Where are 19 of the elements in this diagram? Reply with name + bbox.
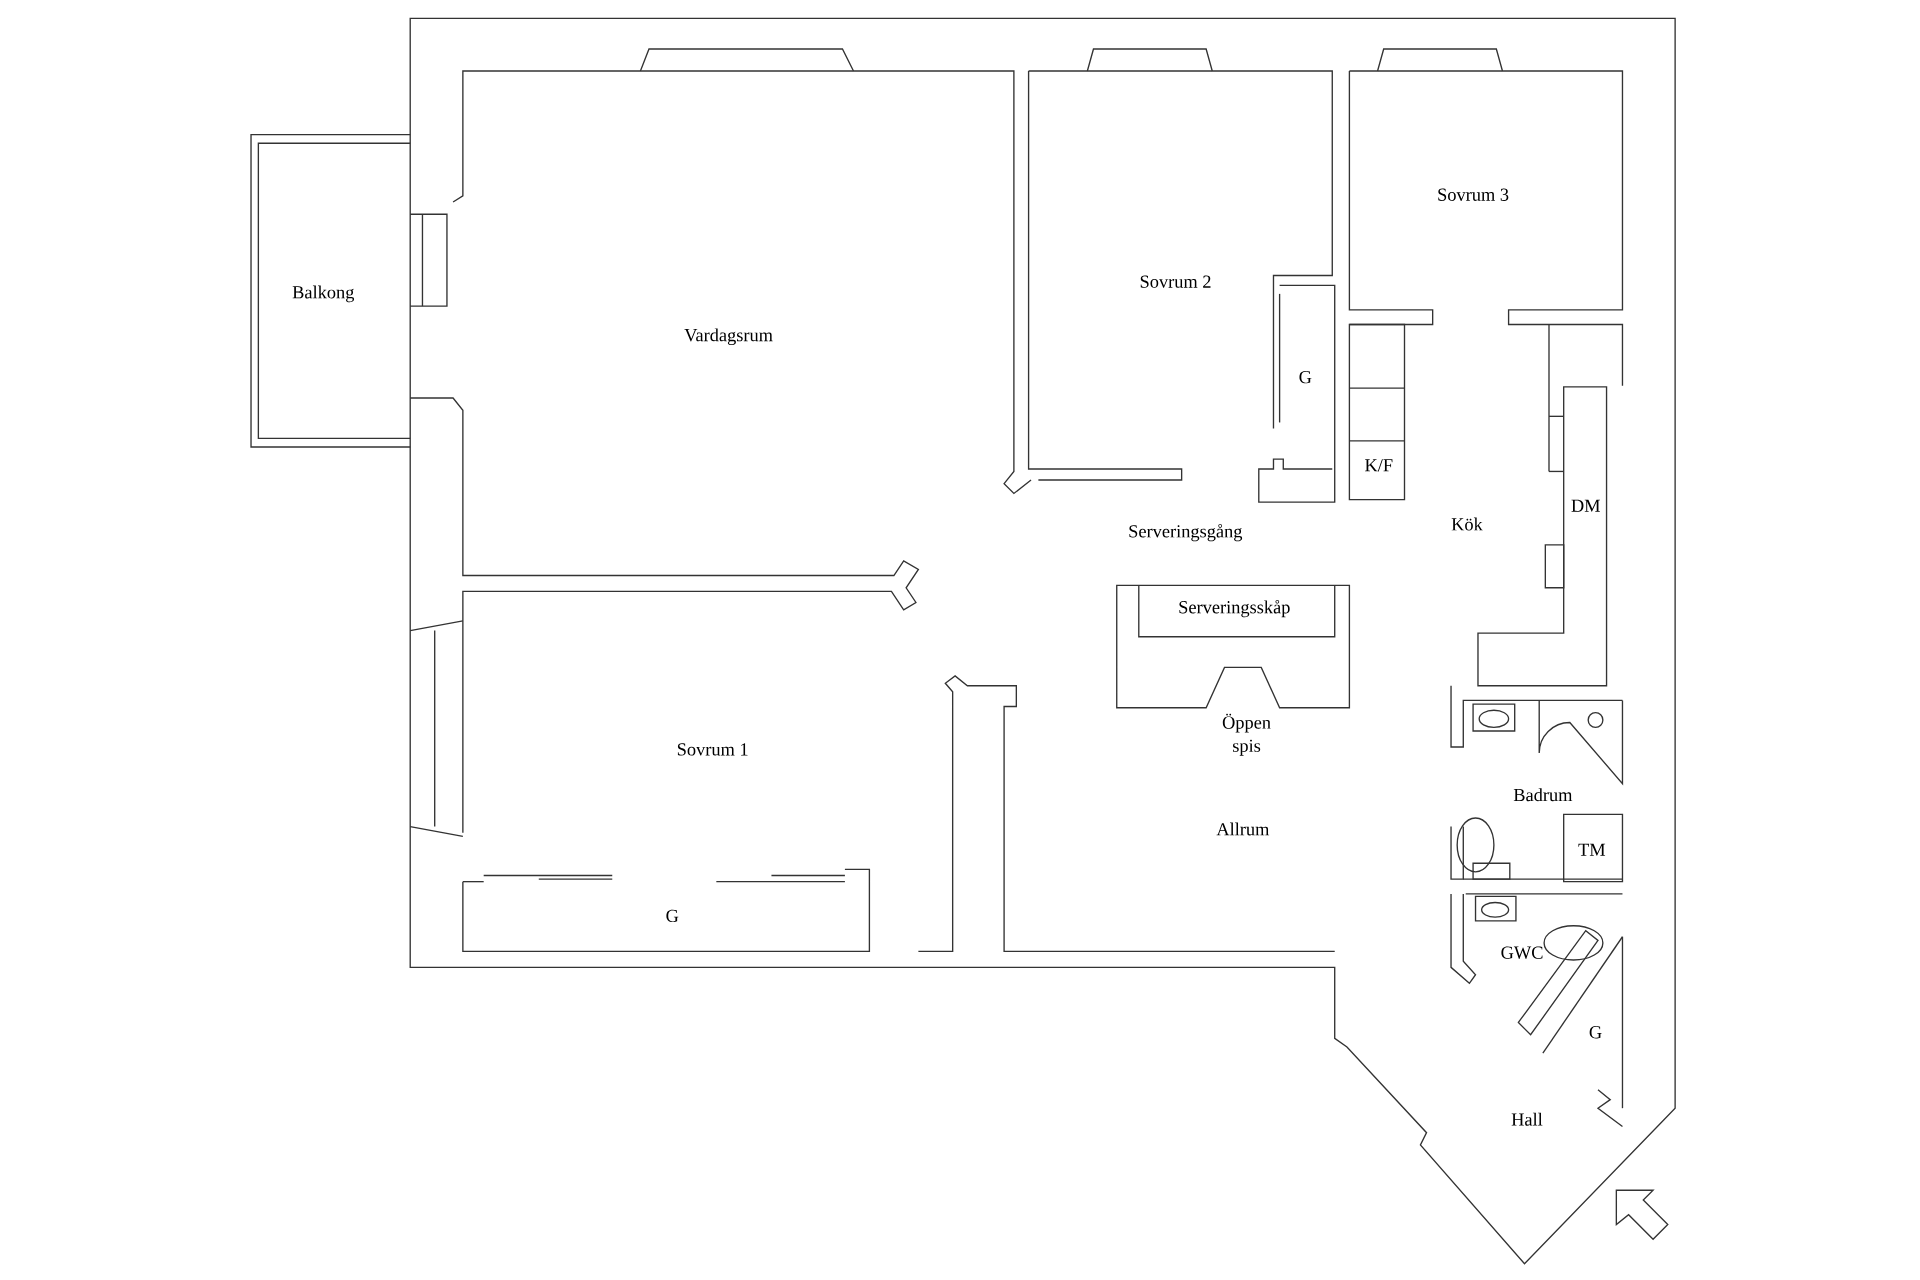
room-label: G [1589,1026,1602,1039]
room-label: Badrum [1513,788,1573,802]
room-label: Sovrum 2 [1140,275,1211,289]
room-label: Hall [1511,1112,1543,1126]
room-label: DM [1571,499,1600,512]
room-label: GWC [1501,946,1543,960]
room-label: Balkong [292,285,355,303]
room-label: Allrum [1216,822,1270,836]
room-label: Sovrum 3 [1438,188,1509,202]
room-label: Kök [1451,517,1483,531]
room-label: TM [1578,844,1606,857]
room-label: K/F [1365,459,1393,472]
room-label: Serveringsgång [1129,524,1243,542]
room-label: Vardagsrum [684,328,773,346]
room-label: Serveringsskåp [1179,600,1290,618]
room-label: Sovrum 1 [677,743,748,756]
room-label: G [1299,371,1312,384]
room-label: G [666,910,679,923]
room-label: Öppen spis [1222,713,1271,756]
